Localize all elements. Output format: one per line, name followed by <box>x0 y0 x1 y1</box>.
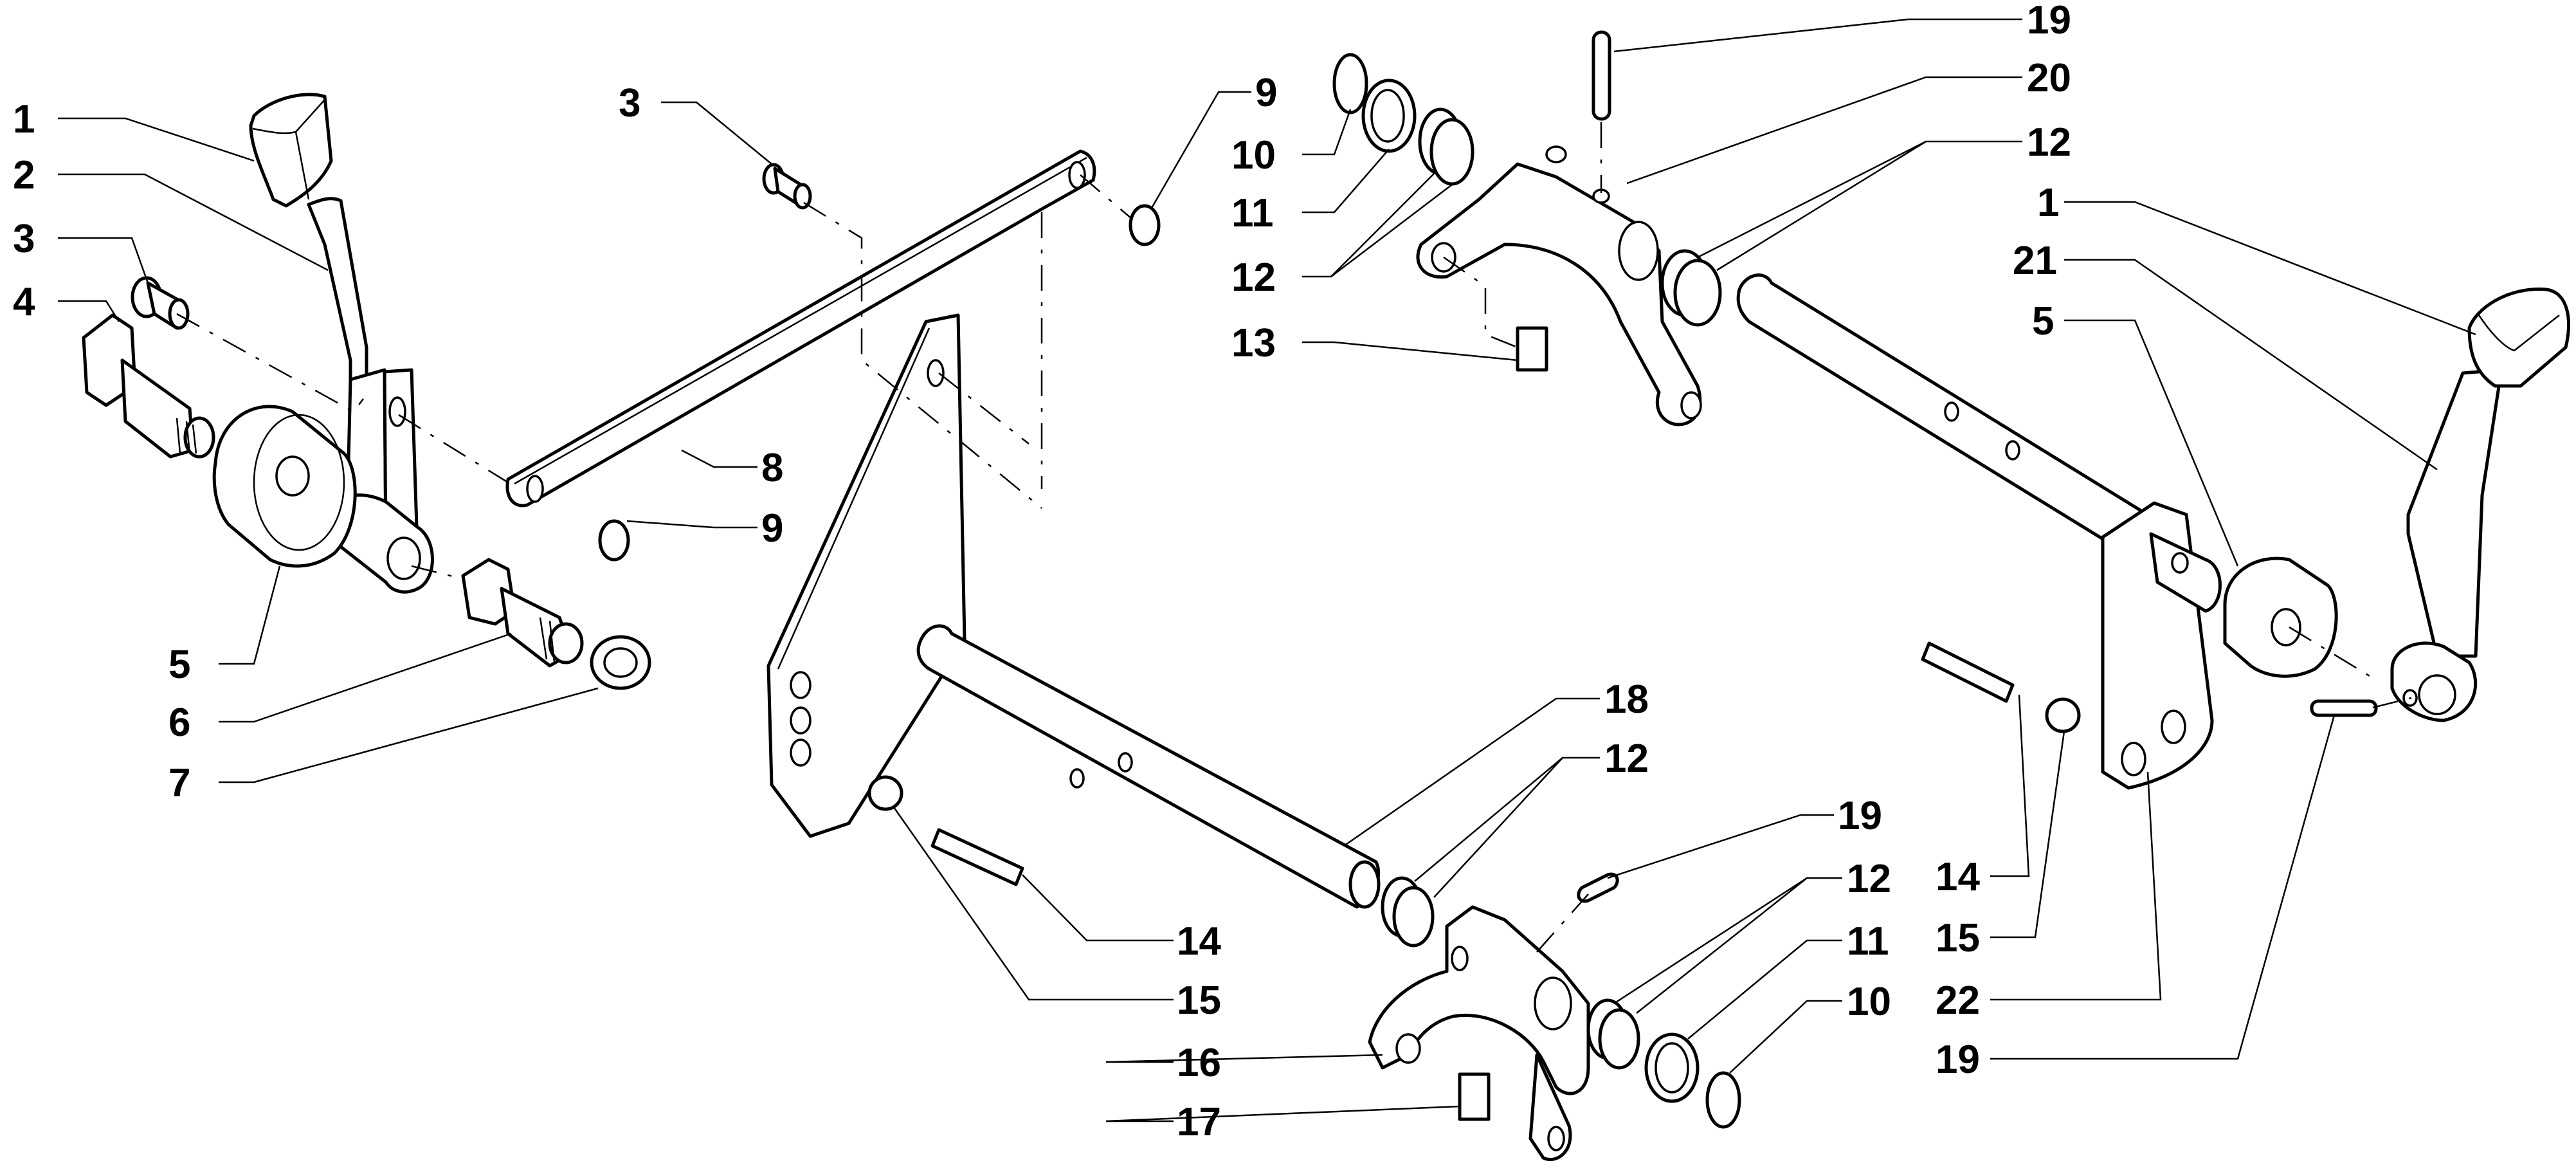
callout-8: 8 <box>761 446 783 490</box>
callout-12: 12 <box>2027 120 2071 165</box>
left-lever-knob <box>249 93 333 208</box>
left-shoulder-bolt <box>82 313 215 459</box>
callout-19: 19 <box>1936 1038 1980 1082</box>
mounting-plate <box>766 313 966 838</box>
callout-20: 20 <box>2027 56 2071 100</box>
callout-15: 15 <box>1177 978 1221 1023</box>
callout-10: 10 <box>1847 980 1891 1024</box>
left-pin <box>131 276 190 330</box>
callout-21: 21 <box>2013 239 2057 283</box>
callout-2: 2 <box>13 153 35 197</box>
parts-layer <box>82 30 2570 1161</box>
callout-6: 6 <box>168 700 190 745</box>
fork-pad-upper <box>1516 326 1548 372</box>
roll-pin-top <box>1592 30 1611 121</box>
right-shift-lever <box>2390 368 2503 722</box>
lower-shift-rail <box>916 624 1381 909</box>
leader-lines <box>58 18 2476 1122</box>
callout-5: 5 <box>2032 299 2054 343</box>
selector-arm-plate <box>2101 501 2222 790</box>
detent-spring-right <box>1921 641 2015 703</box>
right-lever-knob <box>2467 288 2570 388</box>
callout-13: 13 <box>1231 321 1276 365</box>
upper-shift-fork <box>1416 145 1702 426</box>
callout-labels: 1 2 3 4 5 6 7 3 9 8 9 10 11 12 13 19 20 … <box>13 0 2071 1144</box>
callout-14: 14 <box>1177 919 1221 964</box>
callout-19: 19 <box>1838 794 1882 838</box>
link-rod <box>505 149 1096 508</box>
detent-ball-lower <box>867 775 903 811</box>
e-clip-lower <box>598 519 630 562</box>
snap-ring-upper <box>1332 53 1368 114</box>
callout-14: 14 <box>1936 855 1980 899</box>
callout-19: 19 <box>2027 0 2071 42</box>
detent-ball-right <box>2045 697 2081 733</box>
callout-18: 18 <box>1604 677 1649 722</box>
lower-shift-fork <box>1368 905 1590 1161</box>
snap-ring-lower <box>1705 1071 1741 1129</box>
callout-3: 3 <box>13 217 35 261</box>
springs-lower-left <box>1381 876 1435 948</box>
callout-5: 5 <box>168 643 190 687</box>
callout-9: 9 <box>761 506 783 551</box>
e-clip-upper <box>1129 204 1161 246</box>
callout-12: 12 <box>1847 857 1891 901</box>
callout-16: 16 <box>1177 1041 1221 1085</box>
roll-pin-right-lever <box>2310 699 2378 717</box>
springs-upper-right <box>1660 249 1722 327</box>
washer-lower <box>1644 1032 1700 1103</box>
callout-11: 11 <box>1231 191 1274 235</box>
callout-9: 9 <box>1255 71 1277 115</box>
callout-12: 12 <box>1604 737 1649 781</box>
callout-3: 3 <box>619 81 640 125</box>
washer-upper <box>1361 78 1417 153</box>
callout-1: 1 <box>2037 181 2059 225</box>
right-spacer-bushing <box>2223 556 2338 678</box>
left-spacer-bushing <box>212 405 357 568</box>
roll-pin-lower-fork <box>1577 872 1619 903</box>
callout-1: 1 <box>13 97 35 142</box>
hex-shoulder-bolt <box>461 558 584 668</box>
lock-washer <box>590 635 651 690</box>
detent-spring-lower <box>930 828 1024 886</box>
callout-17: 17 <box>1177 1100 1221 1144</box>
callout-4: 4 <box>13 280 35 324</box>
callout-12: 12 <box>1231 255 1276 300</box>
callout-22: 22 <box>1936 978 1980 1023</box>
springs-lower-right <box>1586 998 1640 1070</box>
callout-15: 15 <box>1936 916 1980 960</box>
callout-7: 7 <box>168 761 190 805</box>
callout-11: 11 <box>1847 919 1889 964</box>
fork-pad-lower <box>1458 1072 1491 1121</box>
springs-upper-left <box>1418 107 1474 186</box>
assembly-lines <box>176 122 2412 953</box>
callout-10: 10 <box>1231 133 1276 178</box>
link-rod-pin <box>762 163 812 210</box>
